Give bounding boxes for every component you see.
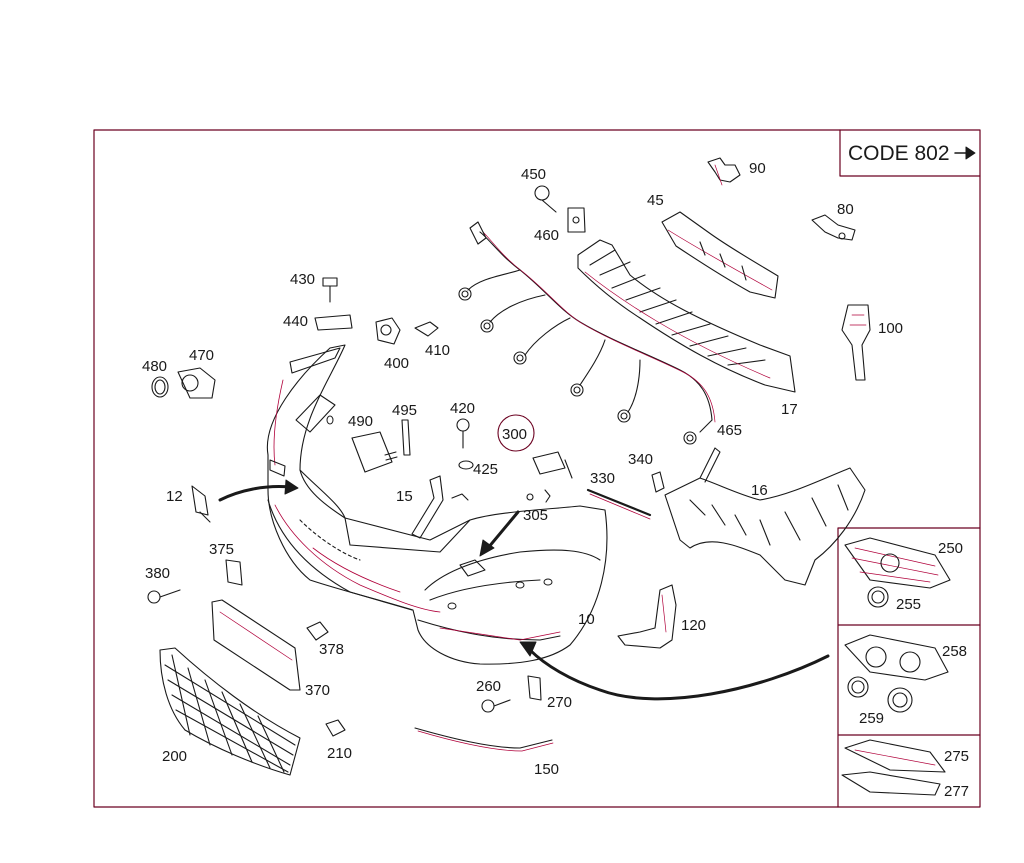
- part-label-16: 16: [751, 482, 768, 499]
- part-label-277: 277: [944, 783, 970, 800]
- lower-grille: [159, 647, 301, 776]
- arrow-head-icon: [965, 146, 976, 160]
- arrow-head-12: [284, 479, 299, 495]
- part-label-275: 275: [944, 748, 970, 765]
- part-label-45: 45: [647, 192, 664, 209]
- arrow-head-inset: [519, 641, 537, 657]
- small-parts: [147, 185, 665, 737]
- part-label-12: 12: [166, 488, 183, 505]
- part-label-10: 10: [578, 611, 595, 628]
- code-label: CODE 802: [848, 142, 950, 165]
- part-label-17: 17: [781, 401, 798, 418]
- arrow-from-inset: [528, 648, 830, 701]
- inset-box-250: [837, 527, 981, 808]
- bumper-sensor-holes: [326, 415, 553, 610]
- part-label-300: 300: [502, 426, 528, 443]
- part-label-495: 495: [392, 402, 418, 419]
- part-label-210: 210: [327, 745, 353, 762]
- bumper-cover: [266, 344, 608, 665]
- part-label-259: 259: [859, 710, 885, 727]
- part-label-430: 430: [290, 271, 316, 288]
- license-plate-holder: [211, 599, 301, 691]
- grille-insert-275: [841, 739, 946, 796]
- support-bracket: [664, 447, 866, 586]
- part-label-200: 200: [162, 748, 188, 765]
- part-label-440: 440: [283, 313, 309, 330]
- part-label-120: 120: [681, 617, 707, 634]
- bracket-90: [707, 157, 741, 186]
- bracket-80: [811, 214, 856, 241]
- code-box-frame: [839, 129, 981, 177]
- part-label-270: 270: [547, 694, 573, 711]
- part-label-90: 90: [749, 160, 766, 177]
- arrow-to-300: [486, 510, 520, 550]
- trim-strip: [414, 727, 553, 749]
- part-label-250: 250: [938, 540, 964, 557]
- part-label-258: 258: [942, 643, 968, 660]
- cover-strip: [661, 211, 779, 299]
- part-label-480: 480: [142, 358, 168, 375]
- part-label-340: 340: [628, 451, 654, 468]
- harness-connectors: [458, 287, 697, 445]
- fog-cover-258: [844, 634, 949, 713]
- bracket-100: [841, 304, 871, 381]
- part-label-370: 370: [305, 682, 331, 699]
- part-label-330: 330: [590, 470, 616, 487]
- part-label-425: 425: [473, 461, 499, 478]
- part-label-255: 255: [896, 596, 922, 613]
- part-label-380: 380: [145, 565, 171, 582]
- part-label-375: 375: [209, 541, 235, 558]
- part-label-15: 15: [396, 488, 413, 505]
- energy-absorber-bracket: [577, 239, 796, 393]
- fog-cover-250: [844, 537, 951, 608]
- part-label-305: 305: [523, 507, 549, 524]
- part-label-378: 378: [319, 641, 345, 658]
- part-label-450: 450: [521, 166, 547, 183]
- part-label-400: 400: [384, 355, 410, 372]
- part-label-410: 410: [425, 342, 451, 359]
- arrow-head-300: [479, 539, 495, 557]
- bracket-120: [617, 584, 677, 649]
- trim-strip-accent: [417, 730, 554, 752]
- part-label-80: 80: [837, 201, 854, 218]
- trim-strip-330-accent: [589, 493, 651, 520]
- part-label-150: 150: [534, 761, 560, 778]
- part-label-465: 465: [717, 422, 743, 439]
- trim-strip-330: [586, 488, 652, 517]
- arrow-to-12: [218, 485, 292, 502]
- part-label-460: 460: [534, 227, 560, 244]
- part-label-100: 100: [878, 320, 904, 337]
- wiring-harness: [467, 221, 716, 433]
- part-label-470: 470: [189, 347, 215, 364]
- part-label-420: 420: [450, 400, 476, 417]
- part-label-260: 260: [476, 678, 502, 695]
- diagram-frame: [93, 129, 981, 808]
- part-label-490: 490: [348, 413, 374, 430]
